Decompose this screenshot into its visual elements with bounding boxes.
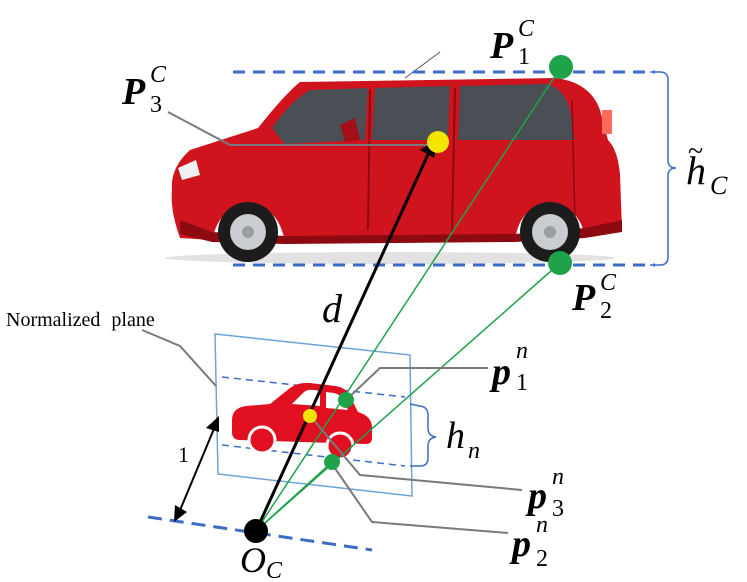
label-P1C: P C 1 (489, 16, 535, 70)
leader-p2n (331, 463, 509, 534)
point-P3C (427, 131, 449, 153)
svg-text:p: p (489, 351, 511, 393)
hn-brace (409, 403, 437, 467)
leader-p3c (167, 111, 436, 146)
svg-text:C: C (600, 270, 617, 296)
svg-text:C: C (266, 558, 283, 582)
car-window-mid (372, 86, 450, 140)
svg-text:P: P (571, 277, 596, 319)
point-p3n (303, 409, 317, 423)
camera-center (244, 519, 268, 543)
svg-text:n: n (516, 338, 528, 364)
car-photo (165, 51, 622, 264)
distance-arrow-d (254, 149, 432, 532)
svg-text:h: h (446, 415, 465, 457)
point-P2C (548, 251, 572, 275)
car-window-front (458, 84, 575, 140)
label-P2C: P C 2 (571, 270, 617, 324)
label-d: d (322, 286, 343, 331)
label-P3C: P C 3 (121, 62, 167, 118)
label-normalized-plane: Normalized plane (6, 309, 155, 331)
ray-p1 (255, 66, 562, 532)
leader-p3n (311, 417, 523, 491)
svg-text:2: 2 (600, 298, 612, 324)
label-hC: ~ h C (686, 136, 728, 200)
label-hn: h n (446, 415, 480, 464)
svg-text:p: p (525, 475, 547, 517)
leader-normalized-plane (141, 329, 217, 387)
svg-text:P: P (489, 25, 514, 67)
label-one: 1 (178, 442, 189, 467)
point-p1n (338, 392, 354, 408)
svg-text:1: 1 (516, 370, 528, 396)
svg-text:h: h (686, 148, 706, 193)
svg-text:2: 2 (536, 546, 548, 572)
hc-brace (650, 71, 677, 266)
svg-text:1: 1 (518, 44, 530, 70)
svg-text:p: p (509, 523, 531, 565)
svg-text:C: C (710, 171, 728, 200)
ray-p3n (255, 461, 333, 532)
svg-text:n: n (536, 512, 548, 538)
svg-text:n: n (468, 438, 480, 464)
svg-text:3: 3 (150, 92, 162, 118)
label-p2n: p n 2 (509, 512, 548, 572)
svg-text:C: C (518, 16, 535, 42)
label-p1n: p n 1 (489, 338, 528, 396)
ray-p2 (255, 262, 561, 532)
svg-text:P: P (121, 71, 146, 113)
unit-distance-arrow (177, 423, 217, 516)
svg-text:3: 3 (552, 496, 564, 522)
leader-p1n (345, 367, 488, 401)
label-OC: O C (240, 540, 283, 582)
svg-text:C: C (150, 62, 167, 88)
svg-text:O: O (240, 540, 266, 580)
point-p2n (324, 454, 340, 470)
plane-top-dashed-line (221, 376, 406, 398)
point-P1C (549, 55, 573, 79)
svg-text:n: n (552, 464, 564, 490)
plane-bottom-dashed-line (221, 444, 406, 467)
svg-text:~: ~ (688, 136, 703, 167)
label-p3n: p n 3 (525, 464, 564, 522)
